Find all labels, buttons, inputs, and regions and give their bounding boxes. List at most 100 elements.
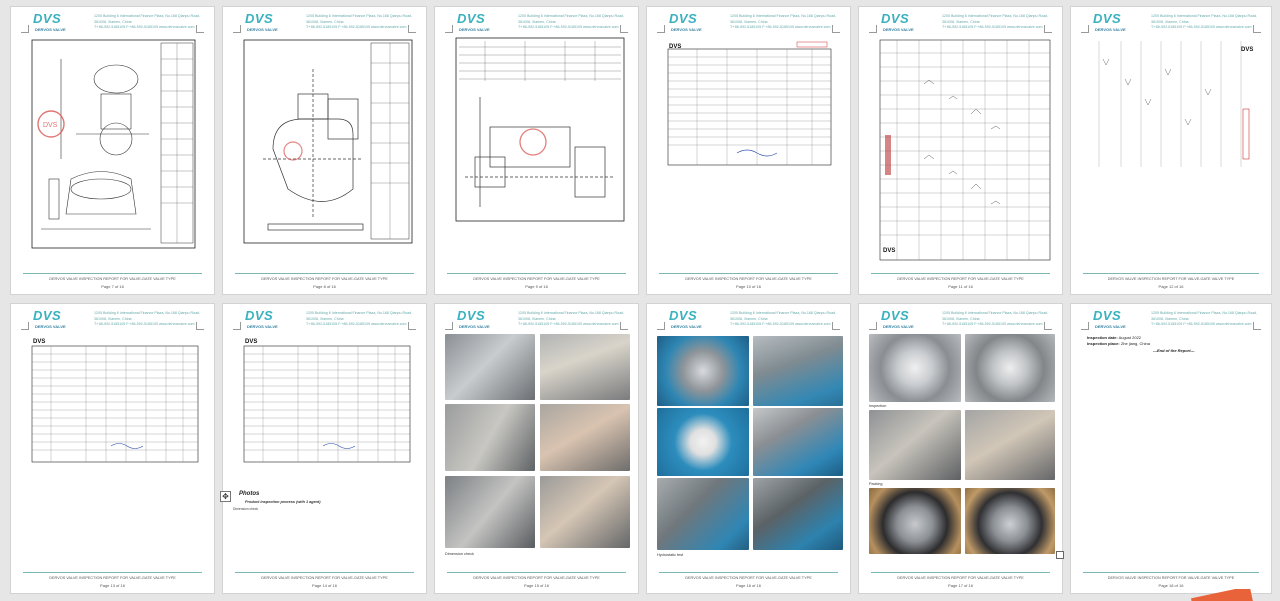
footer-note: DERVOS VALVE INSPECTION REPORT FOR VALVE…	[261, 277, 388, 281]
page-number: Page 9 of 16	[525, 284, 548, 289]
footer-note: DERVOS VALVE INSPECTION REPORT FOR VALVE…	[1107, 576, 1235, 580]
logo-subtitle: DERVOS VALVE	[35, 27, 66, 32]
valve-bore-photo	[869, 334, 961, 402]
footer-note: DERVOS VALVE INSPECTION REPORT FOR VALVE…	[473, 277, 600, 281]
page-18[interactable]: DVS DERVOS VALVE 1205 Building 6 Interna…	[1070, 303, 1272, 594]
crop-mark	[1081, 322, 1089, 330]
page-number: Page 7 of 16	[101, 284, 124, 289]
header-address: 1205 Building 6 International Finance Pl…	[730, 311, 837, 326]
page-13[interactable]: DVS DERVOS VALVE 1205 Building 6 Interna…	[10, 303, 215, 594]
footer-line	[447, 273, 626, 274]
header-address: 1205 Building 6 International Finance Pl…	[1151, 311, 1258, 326]
inspection-place: Inspection place: Zhe jiang, China	[1087, 341, 1150, 346]
footer-note: DERVOS VALVE INSPECTION REPORT FOR VALVE…	[261, 576, 388, 580]
crop-mark	[21, 322, 29, 330]
crop-mark	[408, 322, 416, 330]
crop-mark	[445, 322, 453, 330]
crop-mark	[620, 25, 628, 33]
assembly-drawing	[455, 37, 625, 222]
crop-mark	[620, 322, 628, 330]
check-record-form: DVS	[243, 336, 411, 464]
resize-handle[interactable]	[1056, 551, 1064, 559]
crop-mark	[196, 25, 204, 33]
svg-text:DVS: DVS	[669, 44, 681, 50]
footer-note: DERVOS VALVE INSPECTION REPORT FOR VALVE…	[897, 277, 1024, 281]
crop-mark	[657, 322, 665, 330]
header-address: 1205 Building 6 International Finance Pl…	[518, 14, 625, 29]
logo-subtitle: DERVOS VALVE	[35, 324, 66, 329]
gate-valve-drawing: DVS	[31, 39, 196, 249]
page-16[interactable]: DVS DERVOS VALVE 1205 Building 6 Interna…	[646, 303, 851, 594]
page-number: Page 16 of 16	[736, 583, 761, 588]
inspection-photo	[540, 334, 630, 400]
page-10[interactable]: DVS DERVOS VALVE 1205 Building 6 Interna…	[646, 6, 851, 295]
crop-mark	[21, 25, 29, 33]
crop-mark	[196, 322, 204, 330]
check-record-form: DVS	[31, 336, 199, 464]
logo-subtitle: DERVOS VALVE	[459, 324, 490, 329]
footer-line	[659, 273, 838, 274]
crop-mark	[233, 322, 241, 330]
photos-subheading: Product Inspection process (with 1 agent…	[245, 500, 321, 504]
inspection-photo	[445, 334, 535, 400]
photos-heading: Photos	[239, 491, 260, 497]
page-14[interactable]: DVS DERVOS VALVE 1205 Building 6 Interna…	[222, 303, 427, 594]
end-of-report: ---End of the Report---	[1153, 348, 1195, 353]
crop-mark	[445, 25, 453, 33]
footer-line	[23, 273, 202, 274]
page-8[interactable]: DVS DERVOS VALVE 1205 Building 6 Interna…	[222, 6, 427, 295]
page-17[interactable]: DVS DERVOS VALVE 1205 Building 6 Interna…	[858, 303, 1063, 594]
photo-caption: Packing	[869, 482, 883, 486]
page-number: Page 17 of 16	[948, 583, 973, 588]
hydrotest-photo	[657, 336, 749, 406]
footer-line	[235, 273, 414, 274]
page-9[interactable]: DVS DERVOS VALVE 1205 Building 6 Interna…	[434, 6, 639, 295]
page-7[interactable]: DVS DERVOS VALVE 1205 Building 6 Interna…	[10, 6, 215, 295]
header-address: 1205 Building 6 International Finance Pl…	[730, 14, 837, 29]
dvs-logo: DVS	[669, 11, 698, 26]
valve-section-drawing	[243, 39, 413, 244]
dvs-logo: DVS	[245, 308, 274, 323]
table-move-handle[interactable]: ✥	[220, 491, 231, 502]
logo-subtitle: DERVOS VALVE	[1095, 27, 1126, 32]
page-number: Page 13 of 16	[100, 583, 125, 588]
crop-mark	[657, 25, 665, 33]
logo-subtitle: DERVOS VALVE	[671, 324, 702, 329]
dvs-logo: DVS	[881, 11, 910, 26]
header-address: 1205 Building 6 International Finance Pl…	[94, 311, 201, 326]
crop-mark	[869, 322, 877, 330]
header-address: 1205 Building 6 International Finance Pl…	[942, 14, 1049, 29]
rotated-record-sheet: DVS	[1091, 39, 1259, 169]
logo-subtitle: DERVOS VALVE	[247, 324, 278, 329]
footer-note: DERVOS VALVE INSPECTION REPORT FOR VALVE…	[49, 277, 176, 281]
crop-mark	[832, 322, 840, 330]
photo-caption: Dimension check	[445, 552, 474, 556]
hydrotest-photo	[753, 408, 843, 476]
dvs-logo: DVS	[457, 11, 486, 26]
footer-note: DERVOS VALVE INSPECTION REPORT FOR VALVE…	[1107, 277, 1235, 281]
inspection-photo	[540, 476, 630, 548]
footer-line	[659, 572, 838, 573]
packing-crate-photo	[965, 488, 1055, 554]
footer-line	[871, 572, 1050, 573]
logo-subtitle: DERVOS VALVE	[1095, 324, 1126, 329]
svg-text:DVS: DVS	[1241, 47, 1253, 53]
inspection-photo	[540, 404, 630, 471]
packing-crate-photo	[869, 488, 961, 554]
pressure-gauge-photo	[657, 408, 749, 476]
crop-mark	[408, 25, 416, 33]
photos-caption: Dimension check	[233, 507, 259, 511]
hydrotest-photo	[753, 336, 843, 406]
page-15[interactable]: DVS DERVOS VALVE 1205 Building 6 Interna…	[434, 303, 639, 594]
svg-text:DVS: DVS	[33, 339, 45, 345]
footer-line	[1083, 273, 1259, 274]
header-address: 1205 Building 6 International Finance Pl…	[94, 14, 201, 29]
header-address: 1205 Building 6 International Finance Pl…	[306, 311, 413, 326]
crop-mark	[869, 25, 877, 33]
page-12[interactable]: DVS DERVOS VALVE 1205 Building 6 Interna…	[1070, 6, 1272, 295]
page-11[interactable]: DVS DERVOS VALVE 1205 Building 6 Interna…	[858, 6, 1063, 295]
footer-line	[871, 273, 1050, 274]
dvs-logo: DVS	[245, 11, 274, 26]
crop-mark	[1044, 25, 1052, 33]
logo-subtitle: DERVOS VALVE	[247, 27, 278, 32]
